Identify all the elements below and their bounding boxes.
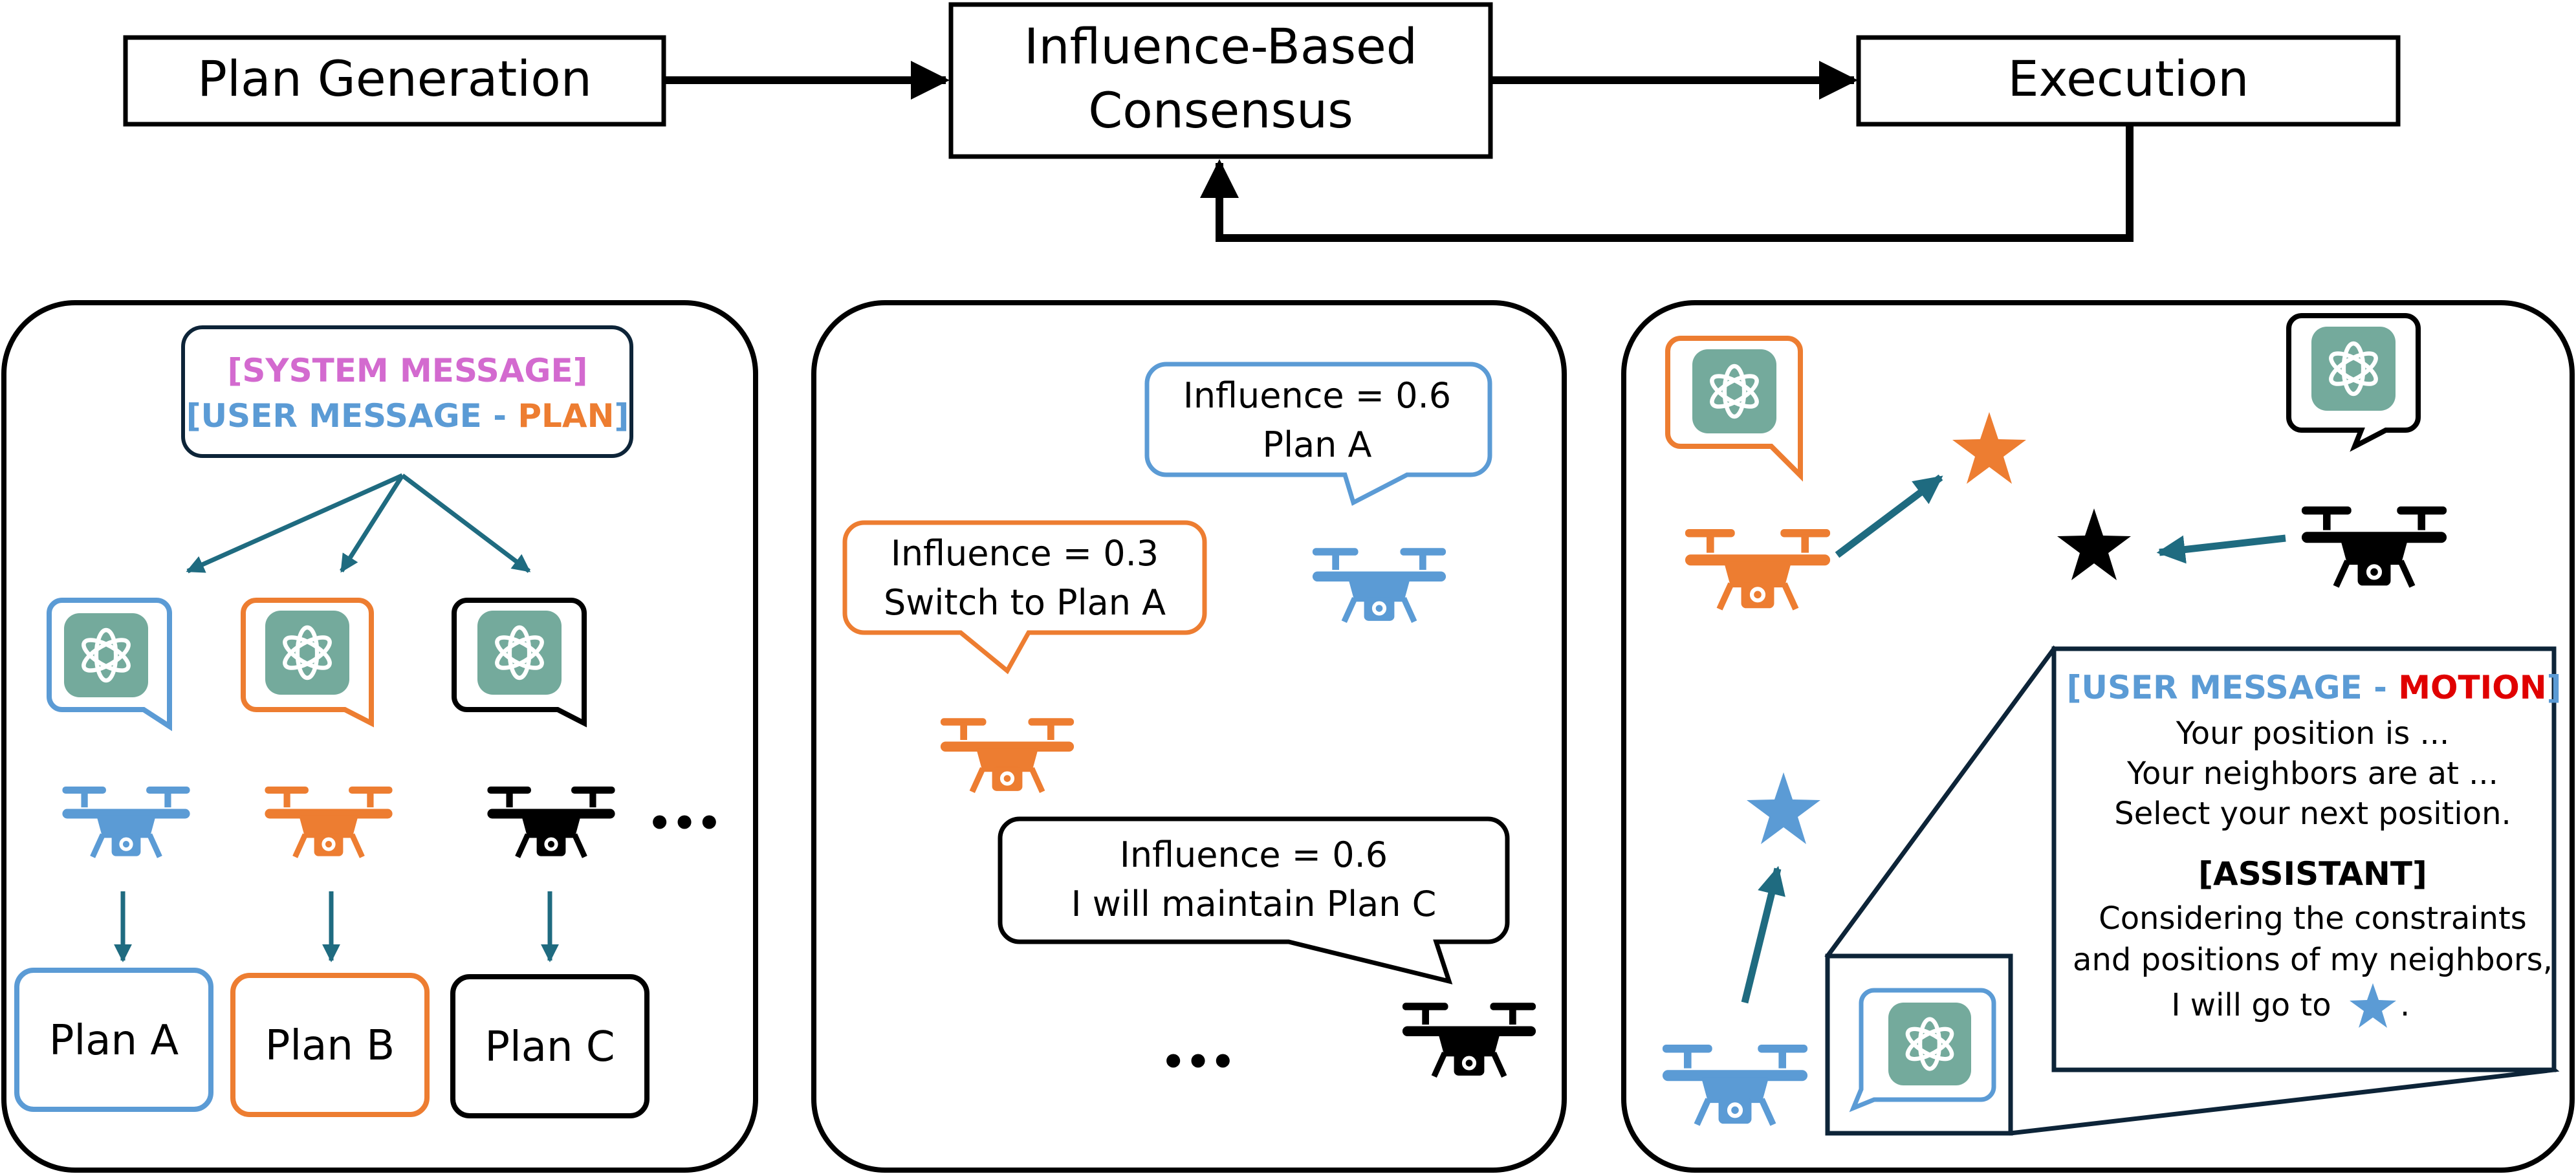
user-message-plan-label: [USER MESSAGE - PLAN]	[186, 397, 629, 435]
chat-bubble-blue-agent	[1849, 988, 1996, 1113]
motion-user-line-3: Select your next position.	[2114, 796, 2511, 832]
assistant-line-3-end: .	[2400, 987, 2410, 1023]
consensus-box	[948, 2, 1493, 159]
consensus-ellipsis: •••	[1161, 1039, 1235, 1085]
chatgpt-icon	[265, 611, 349, 695]
blue-motion-arrow	[1741, 865, 1785, 1004]
system-message-label: [SYSTEM MESSAGE]	[228, 352, 588, 389]
assistant-label: [ASSISTANT]	[2198, 855, 2427, 893]
chat-bubble-black-agent	[452, 598, 587, 728]
orange-plan-text: Switch to Plan A	[884, 582, 1166, 623]
chatgpt-icon	[64, 613, 148, 697]
black-plan-text: I will maintain Plan C	[1071, 884, 1437, 924]
blue-influence-text: Influence = 0.6	[1183, 375, 1451, 416]
plan-generation-label: Plan Generation	[197, 50, 592, 107]
plan-c-label: Plan C	[485, 1023, 615, 1071]
chat-bubble-black-agent	[2286, 313, 2421, 452]
chatgpt-icon	[1888, 1003, 1971, 1085]
plan-generation-box	[123, 35, 666, 127]
chatgpt-icon	[1692, 349, 1776, 433]
plan-b-label: Plan B	[265, 1022, 395, 1070]
motion-header: [USER MESSAGE - MOTION]	[2067, 669, 2562, 706]
plan-a-box	[14, 968, 213, 1112]
motion-prompt-box	[2051, 646, 2557, 1072]
blue-target-star-icon	[1747, 772, 1820, 844]
motion-user-line-1: Your position is ...	[2176, 715, 2449, 752]
inline-blue-star-icon	[2350, 983, 2396, 1028]
prompt-box	[181, 325, 633, 458]
consensus-label-line1: Influence-Based	[1024, 17, 1417, 75]
chat-bubble-orange-agent	[241, 598, 374, 728]
orange-target-star-icon	[1952, 412, 2026, 484]
black-influence-text: Influence = 0.6	[1120, 834, 1388, 875]
assistant-line-2: and positions of my neighbors,	[2073, 942, 2553, 978]
assistant-line-1: Considering the constraints	[2099, 900, 2527, 937]
plan-arrows	[114, 891, 559, 962]
speech-bubble-orange	[842, 520, 1207, 675]
arrow-feedback-loop	[1200, 124, 2134, 242]
orange-influence-text: Influence = 0.3	[891, 533, 1159, 574]
speech-bubble-black	[998, 816, 1510, 984]
chatgpt-icon	[2311, 327, 2396, 411]
consensus-label-line2: Consensus	[1088, 82, 1353, 139]
black-target-star-icon	[2057, 508, 2131, 580]
assistant-line-3: I will go to	[2171, 987, 2331, 1023]
panel-plan-generation	[1, 300, 758, 1173]
dispatch-arrows	[186, 473, 531, 574]
black-motion-arrow	[2156, 534, 2286, 564]
agents-ellipsis: •••	[647, 801, 721, 846]
plan-c-box	[450, 974, 649, 1118]
motion-user-line-2: Your neighbors are at ...	[2126, 755, 2498, 792]
speech-bubble-blue	[1144, 362, 1492, 506]
chat-bubble-orange-agent	[1665, 336, 1803, 482]
execution-label: Execution	[2008, 50, 2249, 107]
orange-motion-arrow	[1835, 474, 1943, 558]
chat-bubble-blue-agent	[47, 598, 172, 732]
blue-plan-text: Plan A	[1263, 424, 1372, 465]
plan-a-label: Plan A	[49, 1017, 179, 1065]
plan-b-box	[230, 973, 430, 1117]
chatgpt-icon	[477, 611, 562, 695]
